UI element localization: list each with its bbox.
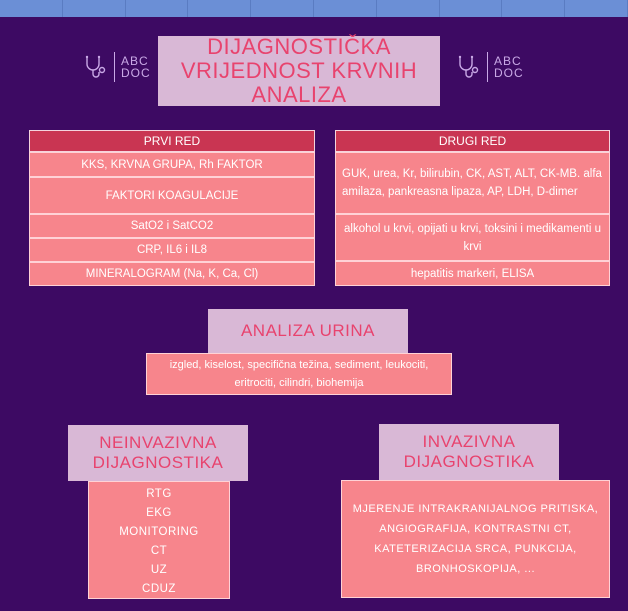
invasive-title: INVAZIVNA DIJAGNOSTIKA [379, 424, 559, 480]
urine-analysis-body: izgled, kiselost, specifična težina, sed… [146, 353, 452, 395]
first-row-item: KKS, KRVNA GRUPA, Rh FAKTOR [29, 152, 315, 177]
first-row-header: PRVI RED [29, 130, 315, 152]
first-row-item: SatO2 i SatCO2 [29, 214, 315, 238]
first-row-item: MINERALOGRAM (Na, K, Ca, Cl) [29, 262, 315, 286]
second-row-header: DRUGI RED [335, 130, 610, 152]
list-item: CDUZ [142, 583, 176, 595]
invasive-body: MJERENJE INTRAKRANIJALNOG PRITISKA, ANGI… [341, 480, 610, 598]
second-row-item: GUK, urea, Kr, bilirubin, CK, AST, ALT, … [335, 152, 610, 214]
stethoscope-icon [458, 55, 479, 78]
top-strip [0, 0, 628, 17]
second-row-item: hepatitis markeri, ELISA [335, 261, 610, 286]
second-row-item: alkohol u krvi, opijati u krvi, toksini … [335, 214, 610, 261]
first-row-item: FAKTORI KOAGULACIJE [29, 177, 315, 214]
urine-analysis-title: ANALIZA URINA [208, 309, 408, 353]
noninvasive-list: RTG EKG MONITORING CT UZ CDUZ [88, 481, 230, 599]
noninvasive-title: NEINVAZIVNA DIJAGNOSTIKA [68, 425, 248, 481]
list-item: UZ [150, 564, 168, 576]
stethoscope-icon [85, 55, 106, 78]
list-item: MONITORING [119, 526, 199, 538]
first-row-item: CRP, IL6 i IL8 [29, 238, 315, 262]
list-item: CT [150, 545, 168, 557]
page-title: DIJAGNOSTIČKA VRIJEDNOST KRVNIH ANALIZA [158, 35, 440, 107]
list-item: RTG [146, 488, 172, 500]
list-item: EKG [146, 507, 172, 519]
